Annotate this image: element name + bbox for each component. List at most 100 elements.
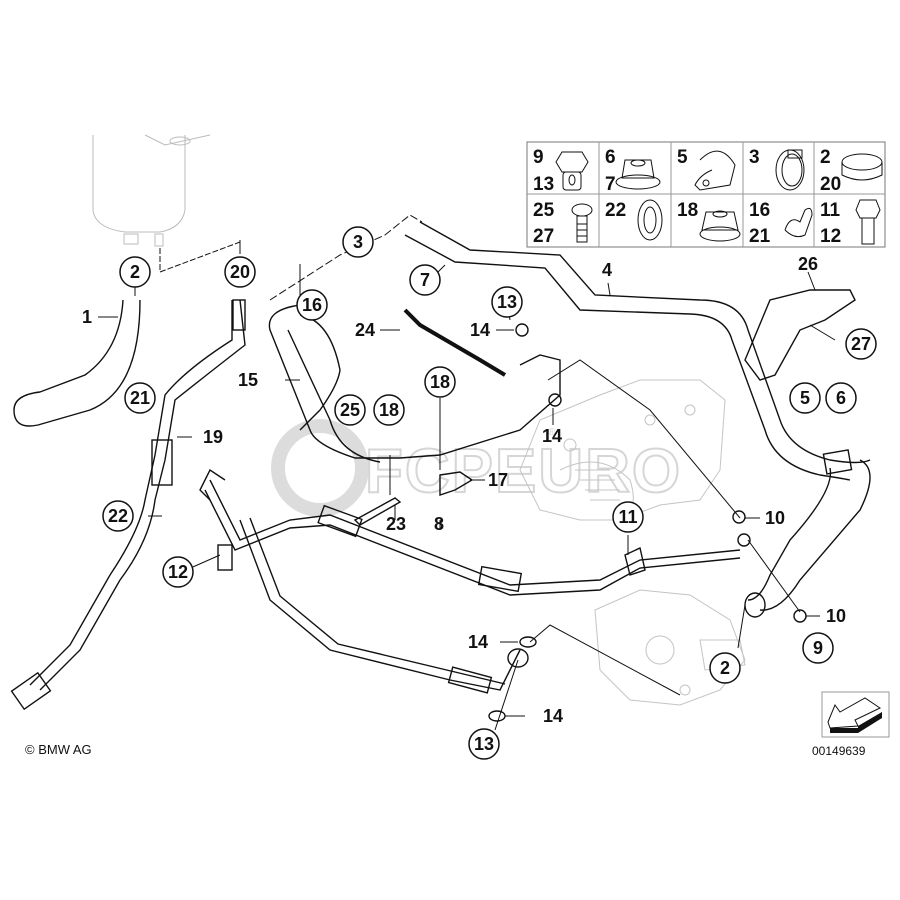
grid-label-top: 18 — [677, 200, 698, 221]
leader-labels: 1 4 26 14 24 15 19 14 17 23 8 10 10 14 1… — [82, 254, 846, 726]
part-label[interactable]: 15 — [238, 370, 258, 390]
svg-text:11: 11 — [618, 507, 637, 527]
washers — [488, 323, 807, 722]
svg-text:13: 13 — [497, 292, 517, 312]
part-label[interactable]: 14 — [468, 632, 488, 652]
cable-tie-24 — [403, 308, 507, 377]
worm-clamp-icon — [775, 149, 805, 191]
grid-label-bottom: 7 — [605, 174, 616, 195]
grid-label-top: 25 — [533, 200, 555, 221]
grid-label-top: 16 — [749, 200, 770, 221]
svg-text:6: 6 — [836, 388, 846, 408]
hardware-grid: 9 13 6 7 5 3 2 20 — [526, 141, 886, 248]
grid-label-bottom: 12 — [820, 226, 841, 247]
part-label[interactable]: 4 — [602, 260, 612, 280]
grid-label-top: 22 — [605, 200, 626, 221]
part-label[interactable]: 14 — [543, 706, 563, 726]
hose-1 — [13, 299, 141, 427]
callout[interactable]: 3 — [342, 226, 374, 258]
pipe-8 — [209, 479, 741, 586]
power-steering-pump — [594, 589, 746, 706]
callout[interactable]: 18 — [424, 366, 456, 398]
grid-label-bottom: 13 — [533, 174, 554, 195]
part-label[interactable]: 10 — [765, 508, 785, 528]
hex-bolt-icon — [855, 199, 881, 245]
orientation-arrow-icon — [821, 691, 890, 738]
part-label[interactable]: 14 — [470, 320, 490, 340]
svg-text:9: 9 — [813, 638, 823, 658]
grid-label-top: 11 — [820, 200, 841, 221]
callout[interactable]: 21 — [124, 382, 156, 414]
flange-bolt-icon — [571, 203, 593, 243]
reservoir-tank — [92, 134, 211, 247]
svg-text:5: 5 — [800, 388, 810, 408]
callout[interactable]: 16 — [296, 289, 328, 321]
grid-label-top: 2 — [820, 147, 831, 168]
diagram-id: 00149639 — [812, 744, 866, 758]
part-label[interactable]: 8 — [434, 514, 444, 534]
part-label[interactable]: 26 — [798, 254, 818, 274]
watermark-registered: ® — [548, 427, 556, 438]
svg-text:3: 3 — [353, 232, 363, 252]
grid-label-bottom: 20 — [820, 174, 841, 195]
callout[interactable]: 11 — [612, 501, 644, 533]
bracket-23 — [353, 497, 402, 526]
callout[interactable]: 13 — [468, 728, 500, 760]
svg-text:25: 25 — [340, 400, 360, 420]
svg-text:21: 21 — [130, 388, 150, 408]
banjo-bolt-icon — [555, 151, 589, 191]
heat-shield-26 — [744, 289, 856, 381]
svg-text:27: 27 — [851, 334, 871, 354]
hose-clip-icon — [694, 150, 736, 191]
callout[interactable]: 12 — [162, 556, 194, 588]
callout[interactable]: 7 — [409, 264, 441, 296]
watermark-text: FCPEURO — [365, 437, 682, 506]
grid-label-bottom: 21 — [749, 226, 771, 247]
svg-text:2: 2 — [130, 262, 140, 282]
part-label[interactable]: 10 — [826, 606, 846, 626]
hose-19-22 — [39, 299, 246, 691]
part-label[interactable]: 19 — [203, 427, 223, 447]
bracket-17 — [439, 471, 474, 496]
svg-text:16: 16 — [302, 295, 322, 315]
spring-clamp-icon — [637, 199, 663, 241]
callouts: 2 20 3 16 7 13 21 18 25 18 22 12 11 5 6 … — [102, 226, 877, 760]
svg-text:18: 18 — [430, 372, 450, 392]
leader-lines — [98, 214, 836, 731]
callout[interactable]: 25 — [334, 394, 366, 426]
hose-lines — [10, 221, 871, 711]
callout[interactable]: 9 — [802, 632, 834, 664]
callout[interactable]: 20 — [224, 256, 256, 288]
callout[interactable]: 6 — [825, 382, 857, 414]
part-label[interactable]: 24 — [355, 320, 375, 340]
svg-text:13: 13 — [474, 734, 494, 754]
copyright: © BMW AG — [25, 742, 92, 757]
callout[interactable]: 22 — [102, 500, 134, 532]
callout[interactable]: 18 — [373, 394, 405, 426]
pressure-sensor-12 — [217, 544, 233, 571]
svg-text:20: 20 — [230, 262, 250, 282]
callout[interactable]: 5 — [789, 382, 821, 414]
svg-text:18: 18 — [379, 400, 399, 420]
callout[interactable]: 13 — [491, 286, 523, 318]
part-label[interactable]: 14 — [542, 426, 562, 446]
pressure-line — [239, 519, 521, 691]
grid-label-top: 9 — [533, 147, 544, 168]
svg-text:22: 22 — [108, 506, 128, 526]
callout[interactable]: 2 — [709, 652, 741, 684]
hex-nut-icon — [699, 210, 741, 242]
part-label[interactable]: 23 — [386, 514, 406, 534]
hose-5-6 — [759, 459, 871, 611]
band-clamp-icon — [841, 153, 883, 181]
part-label[interactable]: 1 — [82, 307, 92, 327]
svg-text:7: 7 — [420, 270, 430, 290]
grid-label-top: 6 — [605, 147, 616, 168]
grid-label-bottom: 27 — [533, 226, 554, 247]
svg-text:2: 2 — [720, 658, 730, 678]
part-label[interactable]: 17 — [488, 470, 508, 490]
callout[interactable]: 2 — [119, 256, 151, 288]
pipe-clip-icon — [784, 207, 813, 238]
svg-text:12: 12 — [168, 562, 188, 582]
callout[interactable]: 27 — [845, 328, 877, 360]
